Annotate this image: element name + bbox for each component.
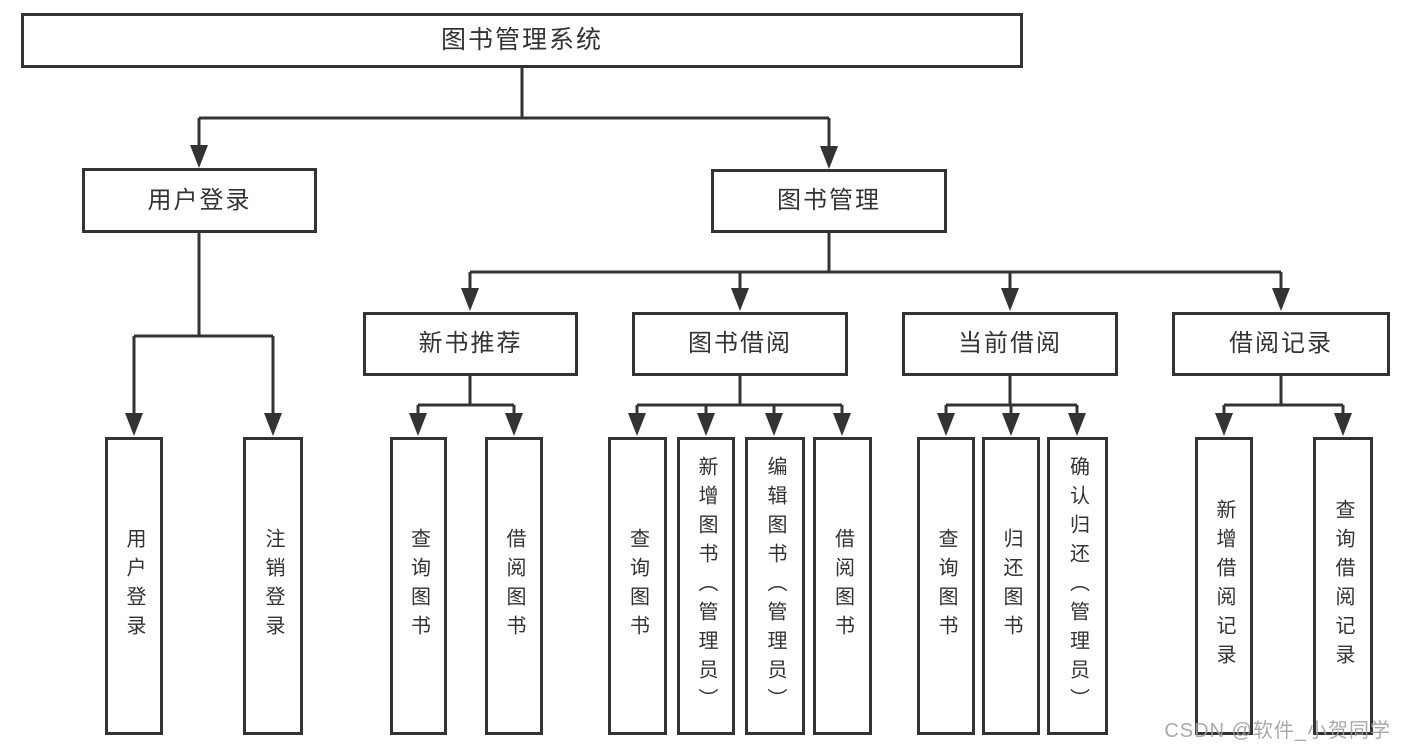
arrow-down-icon <box>628 413 646 436</box>
arrow-down-icon <box>461 288 479 311</box>
arrow-down-icon <box>1001 288 1019 311</box>
arrow-down-icon <box>409 413 427 436</box>
leaf-add-borrow-record: 新增借阅记录 <box>1195 437 1253 735</box>
node-new-book-recommend: 新书推荐 <box>363 312 578 376</box>
node-current-borrow: 当前借阅 <box>902 312 1118 376</box>
arrow-down-icon <box>1215 413 1233 436</box>
leaf-edit-book-admin: 编辑图书（管理员） <box>745 437 805 735</box>
arrow-down-icon <box>264 413 282 436</box>
node-user-login: 用户登录 <box>82 168 317 233</box>
arrow-down-icon <box>731 288 749 311</box>
leaf-return-book: 归还图书 <box>982 437 1040 735</box>
leaf-logout: 注销登录 <box>243 437 303 735</box>
arrow-down-icon <box>125 413 143 436</box>
arrow-down-icon <box>1068 413 1086 436</box>
node-book-management: 图书管理 <box>711 169 947 233</box>
leaf-query-book-current: 查询图书 <box>917 437 975 735</box>
leaf-query-book-recommend: 查询图书 <box>390 437 447 735</box>
node-library-management-system: 图书管理系统 <box>21 13 1023 68</box>
arrow-down-icon <box>697 413 715 436</box>
arrow-down-icon <box>1002 413 1020 436</box>
leaf-borrow-book: 借阅图书 <box>813 437 872 735</box>
arrow-down-icon <box>833 413 851 436</box>
leaf-query-book-borrow: 查询图书 <box>608 437 667 735</box>
leaf-query-borrow-record: 查询借阅记录 <box>1313 437 1373 735</box>
arrow-down-icon <box>1334 413 1352 436</box>
arrow-down-icon <box>820 146 838 169</box>
leaf-confirm-return-admin: 确认归还（管理员） <box>1047 437 1108 735</box>
arrow-down-icon <box>190 145 208 168</box>
arrow-down-icon <box>505 413 523 436</box>
node-borrow-record: 借阅记录 <box>1172 312 1390 376</box>
arrow-down-icon <box>937 413 955 436</box>
leaf-add-book-admin: 新增图书（管理员） <box>677 437 735 735</box>
leaf-user-login: 用户登录 <box>105 437 163 735</box>
node-book-borrow: 图书借阅 <box>632 312 848 376</box>
connector-arrows <box>125 145 1352 436</box>
arrow-down-icon <box>765 413 783 436</box>
leaf-borrow-book-recommend: 借阅图书 <box>485 437 543 735</box>
arrow-down-icon <box>1272 288 1290 311</box>
connector-segments <box>132 68 1345 418</box>
csdn-watermark: CSDN @软件_小贺同学 <box>1164 720 1391 742</box>
